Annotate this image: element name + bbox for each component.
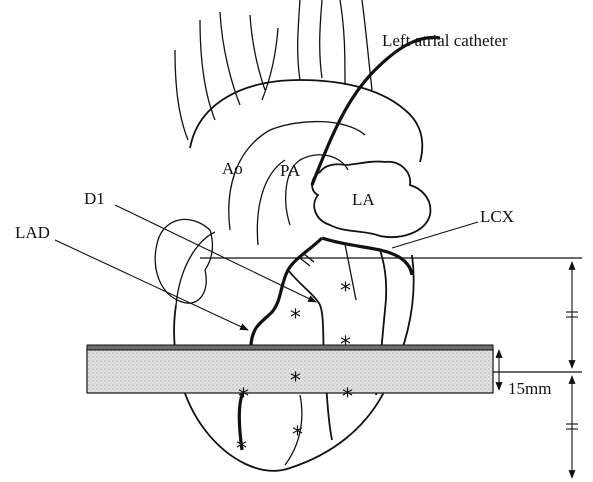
marker-star: * bbox=[342, 385, 353, 410]
marker-star: * bbox=[238, 385, 249, 410]
catheter-label: Left atrial catheter bbox=[382, 31, 508, 50]
marker-star: * bbox=[290, 369, 301, 394]
lad-pointer bbox=[55, 240, 248, 330]
lcx-artery bbox=[322, 238, 412, 275]
dimension-arrows bbox=[499, 262, 578, 478]
ao-label: Ao bbox=[222, 159, 243, 178]
pa-label: PA bbox=[280, 161, 301, 180]
marker-star: * bbox=[340, 333, 351, 358]
lad-artery bbox=[239, 238, 322, 450]
aortic-arch bbox=[190, 80, 422, 162]
marker-star: * bbox=[340, 279, 351, 304]
marker-star: * bbox=[292, 423, 303, 448]
d1-label: D1 bbox=[84, 189, 105, 208]
great-vessels bbox=[175, 0, 372, 140]
lcx-label: LCX bbox=[480, 207, 514, 226]
lad-label: LAD bbox=[15, 223, 50, 242]
la-label: LA bbox=[352, 190, 375, 209]
marker-star: * bbox=[290, 306, 301, 331]
left-atrial-catheter bbox=[312, 37, 440, 185]
d1-pointer bbox=[115, 205, 316, 302]
slice-thickness-label: 15mm bbox=[508, 379, 551, 398]
marker-star: * bbox=[236, 437, 247, 462]
